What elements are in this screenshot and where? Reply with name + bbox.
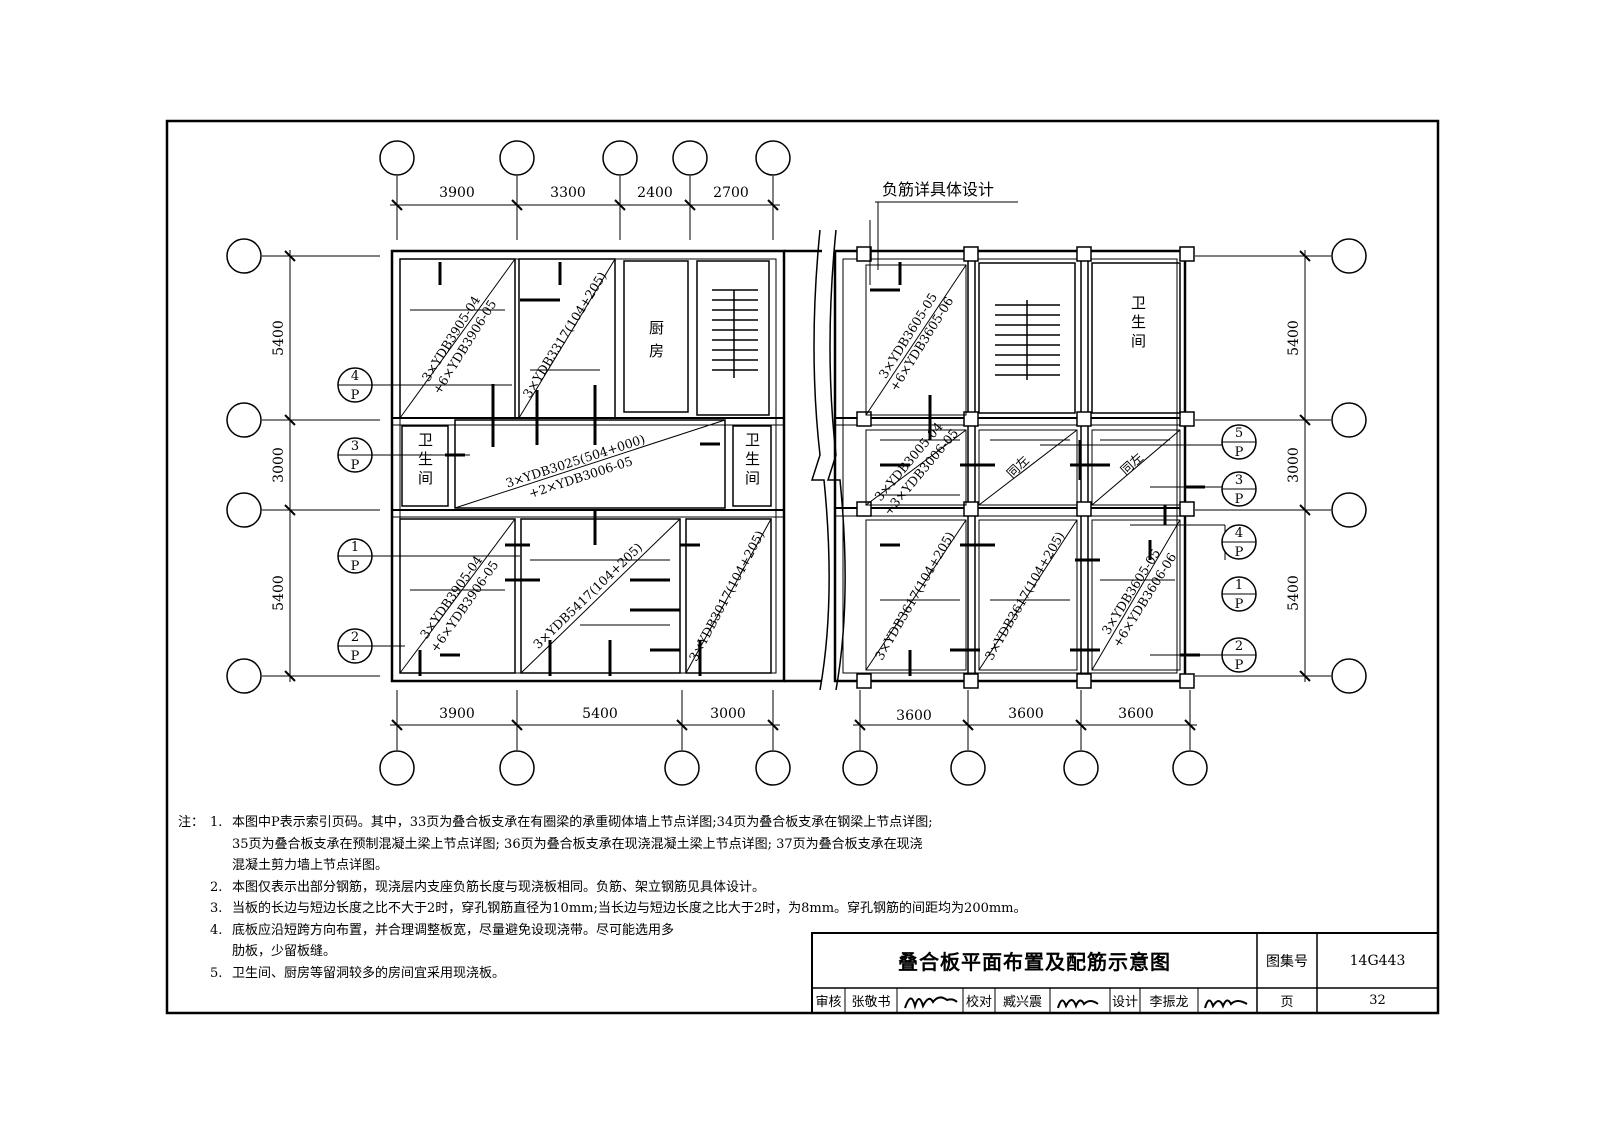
dim-top-3: 2400 xyxy=(637,185,673,201)
note-3: 3. 当板的长边与短边长度之比不大于2时，穿孔钢筋直径为10mm;当长边与短边长… xyxy=(178,898,1158,920)
note-4-line-1: 底板应沿短跨方向布置，并合理调整板宽，尽量避免设现浇带。尽可能选用多 xyxy=(232,922,675,938)
index-l2-num: 3 xyxy=(351,439,359,454)
check-label: 校对 xyxy=(965,995,992,1010)
room-bathroom-left: 卫生间 xyxy=(416,432,434,489)
note-indent xyxy=(178,877,210,899)
dimension-lines xyxy=(262,176,1331,750)
atlas-number: 14G443 xyxy=(1349,952,1406,969)
dim-bottom-right-3: 3600 xyxy=(1118,706,1154,722)
note-indent xyxy=(210,834,232,856)
rebar-note: 负筋详具体设计 xyxy=(882,180,994,199)
index-r4-page: P xyxy=(1235,597,1244,612)
dim-top-2: 3300 xyxy=(550,185,586,201)
note-1: 注： 1. 本图中P表示索引页码。其中，33页为叠合板支承在有圈梁的承重砌体墙上… xyxy=(178,812,1158,834)
dim-top-4: 2700 xyxy=(713,185,749,201)
index-r3-page: P xyxy=(1235,545,1244,560)
slab-same-left-1: 同左 xyxy=(1003,452,1031,480)
note-1-number: 1. xyxy=(210,815,223,830)
axis-bubbles xyxy=(226,140,1367,786)
slab-r4: 3×YDB3617(104+205) xyxy=(982,529,1068,663)
sheet-border xyxy=(165,119,1440,1015)
note-4-number: 4. xyxy=(210,922,223,938)
index-r4-num: 1 xyxy=(1235,578,1243,593)
note-indent xyxy=(178,898,210,920)
index-l1-page: P xyxy=(351,388,360,403)
right-floor-plan xyxy=(833,246,1205,689)
slab-r3: 3×YDB3617(104+205) xyxy=(872,529,958,663)
dim-bottom-left-1: 3900 xyxy=(439,706,475,722)
note-indent xyxy=(178,963,210,985)
note-5-line-1: 卫生间、厨房等留洞较多的房间宜采用现浇板。 xyxy=(232,965,506,981)
checker-name: 臧兴震 xyxy=(1002,995,1042,1010)
index-r1-page: P xyxy=(1235,445,1244,460)
room-bathroom-right: 卫生间 xyxy=(1129,295,1147,352)
note-4-line-2: 肋板，少留板缝。 xyxy=(232,944,337,959)
note-1-line-2: 35页为叠合板支承在预制混凝土梁上节点详图; 36页为叠合板支承在现浇混凝土梁上… xyxy=(232,836,923,852)
note-5-number: 5. xyxy=(210,965,223,981)
reviewer-name: 张敬书 xyxy=(851,995,891,1010)
index-l3-page: P xyxy=(351,559,360,574)
note-4: 4. 底板应沿短跨方向布置，并合理调整板宽，尽量避免设现浇带。尽可能选用多 xyxy=(178,920,1158,942)
dim-left-1: 5400 xyxy=(271,320,287,356)
atlas-number-label: 图集号 xyxy=(1266,953,1308,970)
note-5: 5. 卫生间、厨房等留洞较多的房间宜采用现浇板。 xyxy=(178,963,1158,985)
note-1-cont-1: 35页为叠合板支承在预制混凝土梁上节点详图; 36页为叠合板支承在现浇混凝土梁上… xyxy=(178,834,1158,856)
note-indent xyxy=(178,834,210,856)
note-indent xyxy=(210,855,232,877)
note-2-line-1: 本图仅表示出部分钢筋，现浇层内支座负筋长度与现浇板相同。负筋、架立钢筋见具体设计… xyxy=(232,879,766,895)
slab-same-left-2: 同左 xyxy=(1117,450,1146,478)
index-r5-num: 2 xyxy=(1235,639,1243,654)
dim-right-2: 3000 xyxy=(1286,447,1302,483)
page-label: 页 xyxy=(1280,995,1294,1010)
note-indent xyxy=(178,855,210,877)
note-2-number: 2. xyxy=(210,879,223,895)
note-3-number: 3. xyxy=(210,901,223,916)
drawing-title: 叠合板平面布置及配筋示意图 xyxy=(898,950,1171,974)
dim-bottom-right-2: 3600 xyxy=(1008,706,1044,722)
index-r1-num: 5 xyxy=(1235,426,1243,441)
slab-l5: 3×YDB5417(104+205) xyxy=(530,540,645,652)
notes-label: 注： xyxy=(178,815,205,830)
dim-bottom-left-2: 5400 xyxy=(582,706,618,722)
note-indent xyxy=(178,941,210,963)
left-floor-plan xyxy=(390,229,846,691)
note-2: 2. 本图仅表示出部分钢筋，现浇层内支座负筋长度与现浇板相同。负筋、架立钢筋见具… xyxy=(178,877,1158,899)
dim-left-3: 5400 xyxy=(271,575,287,611)
index-l4-page: P xyxy=(351,649,360,664)
index-r5-page: P xyxy=(1235,658,1244,673)
review-label: 审核 xyxy=(815,995,842,1010)
index-l2-page: P xyxy=(351,458,360,473)
note-3-line-1: 当板的长边与短边长度之比不大于2时，穿孔钢筋直径为10mm;当长边与短边长度之比… xyxy=(232,901,1027,916)
design-label: 设计 xyxy=(1111,995,1138,1010)
dim-right-1: 5400 xyxy=(1286,320,1302,356)
index-l4-num: 2 xyxy=(351,630,359,645)
page-number: 32 xyxy=(1369,993,1386,1008)
note-1-cont-2: 混凝土剪力墙上节点详图。 xyxy=(178,855,1158,877)
index-r3-num: 4 xyxy=(1235,526,1243,541)
index-l3-num: 1 xyxy=(351,540,359,555)
index-l1-num: 4 xyxy=(351,369,359,384)
note-1-line-1: 本图中P表示索引页码。其中，33页为叠合板支承在有圈梁的承重砌体墙上节点详图;3… xyxy=(232,815,933,830)
note-1-line-3: 混凝土剪力墙上节点详图。 xyxy=(232,858,389,873)
dim-bottom-right-1: 3600 xyxy=(896,708,932,724)
slab-l6: 3×YDB3017(104+205) xyxy=(686,528,768,664)
title-block xyxy=(811,932,1439,1014)
notes-block: 注： 1. 本图中P表示索引页码。其中，33页为叠合板支承在有圈梁的承重砌体墙上… xyxy=(178,812,1158,984)
slab-l2: 3×YDB3317(104+205) xyxy=(520,269,610,400)
note-indent xyxy=(178,920,210,942)
dim-left-2: 3000 xyxy=(271,447,287,483)
index-r2-page: P xyxy=(1235,492,1244,507)
room-bathroom-mid: 卫生间 xyxy=(743,432,761,489)
note-4-cont: 肋板，少留板缝。 xyxy=(178,941,1158,963)
note-indent xyxy=(210,941,232,963)
index-r2-num: 3 xyxy=(1235,473,1243,488)
room-kitchen: 厨房 xyxy=(647,320,665,366)
dim-bottom-left-3: 3000 xyxy=(710,706,746,722)
dim-top-1: 3900 xyxy=(439,185,475,201)
dim-right-3: 5400 xyxy=(1286,575,1302,611)
designer-name: 李振龙 xyxy=(1149,995,1189,1010)
